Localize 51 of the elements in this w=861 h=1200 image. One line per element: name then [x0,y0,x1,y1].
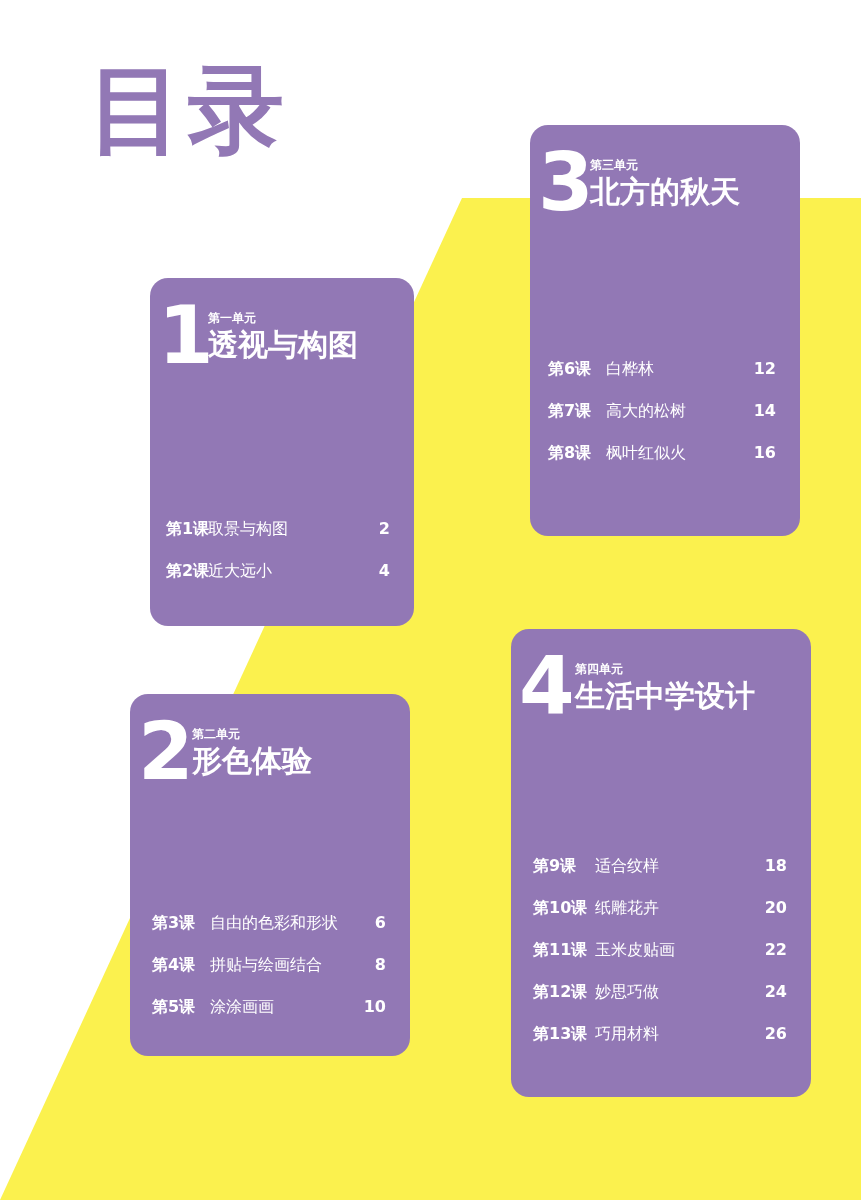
unit-title: 生活中学设计 [575,681,755,711]
unit-title: 形色体验 [192,746,312,776]
page-number: 10 [363,997,386,1017]
page-number: 22 [764,940,787,960]
unit-card [130,694,410,1056]
page-number: 6 [374,913,386,933]
unit-card [150,278,414,626]
page-number: 24 [764,982,787,1002]
lesson-number: 第6课 [548,359,592,379]
lesson-number: 第11课 [533,940,588,960]
page-number: 14 [753,401,776,421]
page-number: 16 [753,443,776,463]
lesson-title: 自由的色彩和形状 [210,913,338,933]
unit-label: 第四单元 [575,662,623,676]
lesson-title: 拼贴与绘画结合 [210,955,322,975]
lesson-number: 第7课 [548,401,592,421]
lesson-number: 第8课 [548,443,592,463]
lesson-number: 第10课 [533,898,588,918]
lesson-number: 第2课 [166,561,210,581]
lesson-title: 巧用材料 [595,1024,659,1044]
lesson-title: 取景与构图 [208,519,288,539]
page-number: 8 [374,955,386,975]
unit-number: 4 [519,647,575,727]
lesson-number: 第5课 [152,997,196,1017]
lesson-number: 第9课 [533,856,577,876]
lesson-title: 近大远小 [208,561,272,581]
page-number: 12 [753,359,776,379]
lesson-title: 适合纹样 [595,856,659,876]
unit-card [511,629,811,1097]
page-number: 18 [764,856,787,876]
lesson-number: 第4课 [152,955,196,975]
lesson-title: 妙思巧做 [595,982,659,1002]
lesson-title: 枫叶红似火 [606,443,686,463]
page-number: 2 [378,519,390,539]
unit-title: 北方的秋天 [590,177,740,207]
lesson-title: 纸雕花卉 [595,898,659,918]
unit-label: 第二单元 [192,726,240,743]
lesson-title: 白桦林 [606,359,654,379]
page-title: 目录 [88,62,288,158]
lesson-number: 第3课 [152,913,196,933]
page-number: 20 [764,898,787,918]
unit-card [530,125,800,536]
lesson-title: 高大的松树 [606,401,686,421]
unit-title: 透视与构图 [208,330,358,360]
page-number: 4 [378,561,390,581]
lesson-number: 第13课 [533,1024,588,1044]
page-number: 26 [764,1024,787,1044]
lesson-number: 第12课 [533,982,588,1002]
lesson-title: 涂涂画画 [210,997,274,1017]
lesson-number: 第1课 [166,519,210,539]
lesson-title: 玉米皮贴画 [595,940,675,960]
